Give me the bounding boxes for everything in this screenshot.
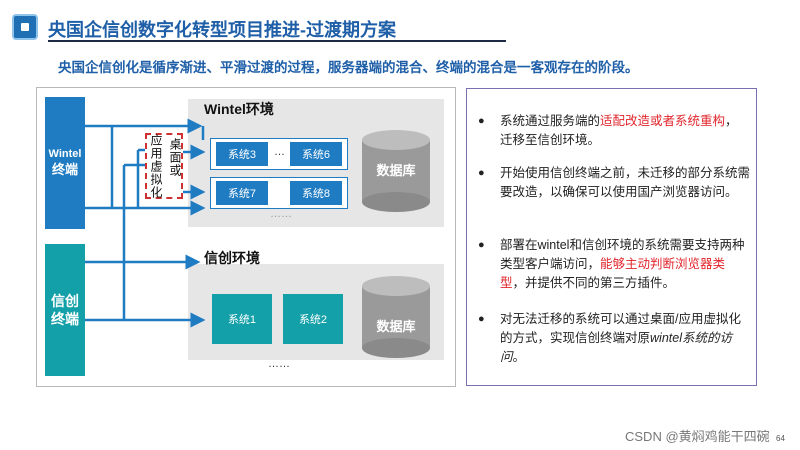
- bullet-text: 对无法迁移的系统可以通过桌面/应用虚拟化的方式，实现信创终端对原: [500, 312, 741, 345]
- watermark: CSDN @黄焖鸡能干四碗: [625, 429, 770, 444]
- xc-env-label: 信创环境: [204, 250, 260, 266]
- wintel-terminal-line1: Wintel: [48, 148, 82, 161]
- bullet-item: ● 开始使用信创终端之前，未迁移的部分系统需要改造，以确保可以使用国产浏览器访问…: [478, 164, 750, 202]
- ellipsis: ……: [270, 208, 292, 220]
- page-title: 央国企信创数字化转型项目推进-过渡期方案: [48, 20, 396, 40]
- bullet-dot: ●: [478, 239, 485, 251]
- page-number: 64: [776, 434, 785, 443]
- system-box: 系统8: [290, 181, 342, 205]
- database-icon: [362, 276, 430, 358]
- wintel-terminal-line2: 终端: [51, 161, 78, 177]
- bullet-text: ，迁移至信创环境。: [500, 114, 738, 147]
- database-label: 数据库: [376, 319, 416, 334]
- bullet-text: 。: [512, 350, 526, 364]
- bullet-italic: wintel系统的访问: [500, 331, 732, 364]
- ellipsis-small: …: [274, 146, 285, 158]
- system-box: 系统2: [283, 294, 343, 344]
- bullet-dot: ●: [478, 313, 485, 325]
- system-box: 系统3: [216, 142, 268, 166]
- bullet-item: ● 对无法迁移的系统可以通过桌面/应用虚拟化的方式，实现信创终端对原wintel…: [478, 310, 750, 367]
- title-underline: [48, 40, 506, 42]
- xc-terminal: 信创 终端: [45, 244, 85, 376]
- virtualization-label-2: 桌面或: [168, 138, 182, 177]
- virtualization-box: [145, 133, 183, 199]
- bullet-text: 开始使用信创终端之前，未迁移的部分系统需要改造，以确保可以使用国产浏览器访问。: [500, 166, 751, 199]
- virtualization-label-1: 应用虚拟化: [149, 134, 163, 199]
- system-box: 系统1: [212, 294, 272, 344]
- page-subtitle: 央国企信创化是循序渐进、平滑过渡的过程，服务器端的混合、终端的混合是一客观存在的…: [58, 60, 639, 75]
- bullet-highlight: 能够主动判断浏览器类型: [500, 257, 726, 290]
- bullet-item: ● 部署在wintel和信创环境的系统需要支持两种类型客户端访问，能够主动判断浏…: [478, 236, 750, 293]
- system-box: 系统7: [216, 181, 268, 205]
- ellipsis: ……: [268, 358, 290, 370]
- bullet-item: ● 系统通过服务端的适配改造或者系统重构，迁移至信创环境。: [478, 112, 750, 150]
- system-box: 系统6: [290, 142, 342, 166]
- xc-terminal-line2: 终端: [51, 311, 79, 327]
- bullet-dot: ●: [478, 115, 485, 127]
- wintel-terminal: Wintel 终端: [45, 97, 85, 229]
- bullet-text: 部署在wintel和信创环境的系统需要支持两种类型客户端访问，: [500, 238, 745, 271]
- xc-terminal-line1: 信创: [51, 292, 79, 309]
- bullet-text: ，并提供不同的第三方插件。: [512, 276, 676, 290]
- wintel-env-label: Wintel环境: [204, 101, 274, 117]
- description-panel: [466, 88, 757, 386]
- bullet-text: 系统通过服务端的: [500, 114, 601, 128]
- chip-icon: [12, 14, 38, 40]
- bullet-dot: ●: [478, 167, 485, 179]
- database-label: 数据库: [376, 163, 416, 178]
- bullet-highlight: 适配改造或者系统重构: [600, 114, 726, 128]
- database-icon: [362, 130, 430, 212]
